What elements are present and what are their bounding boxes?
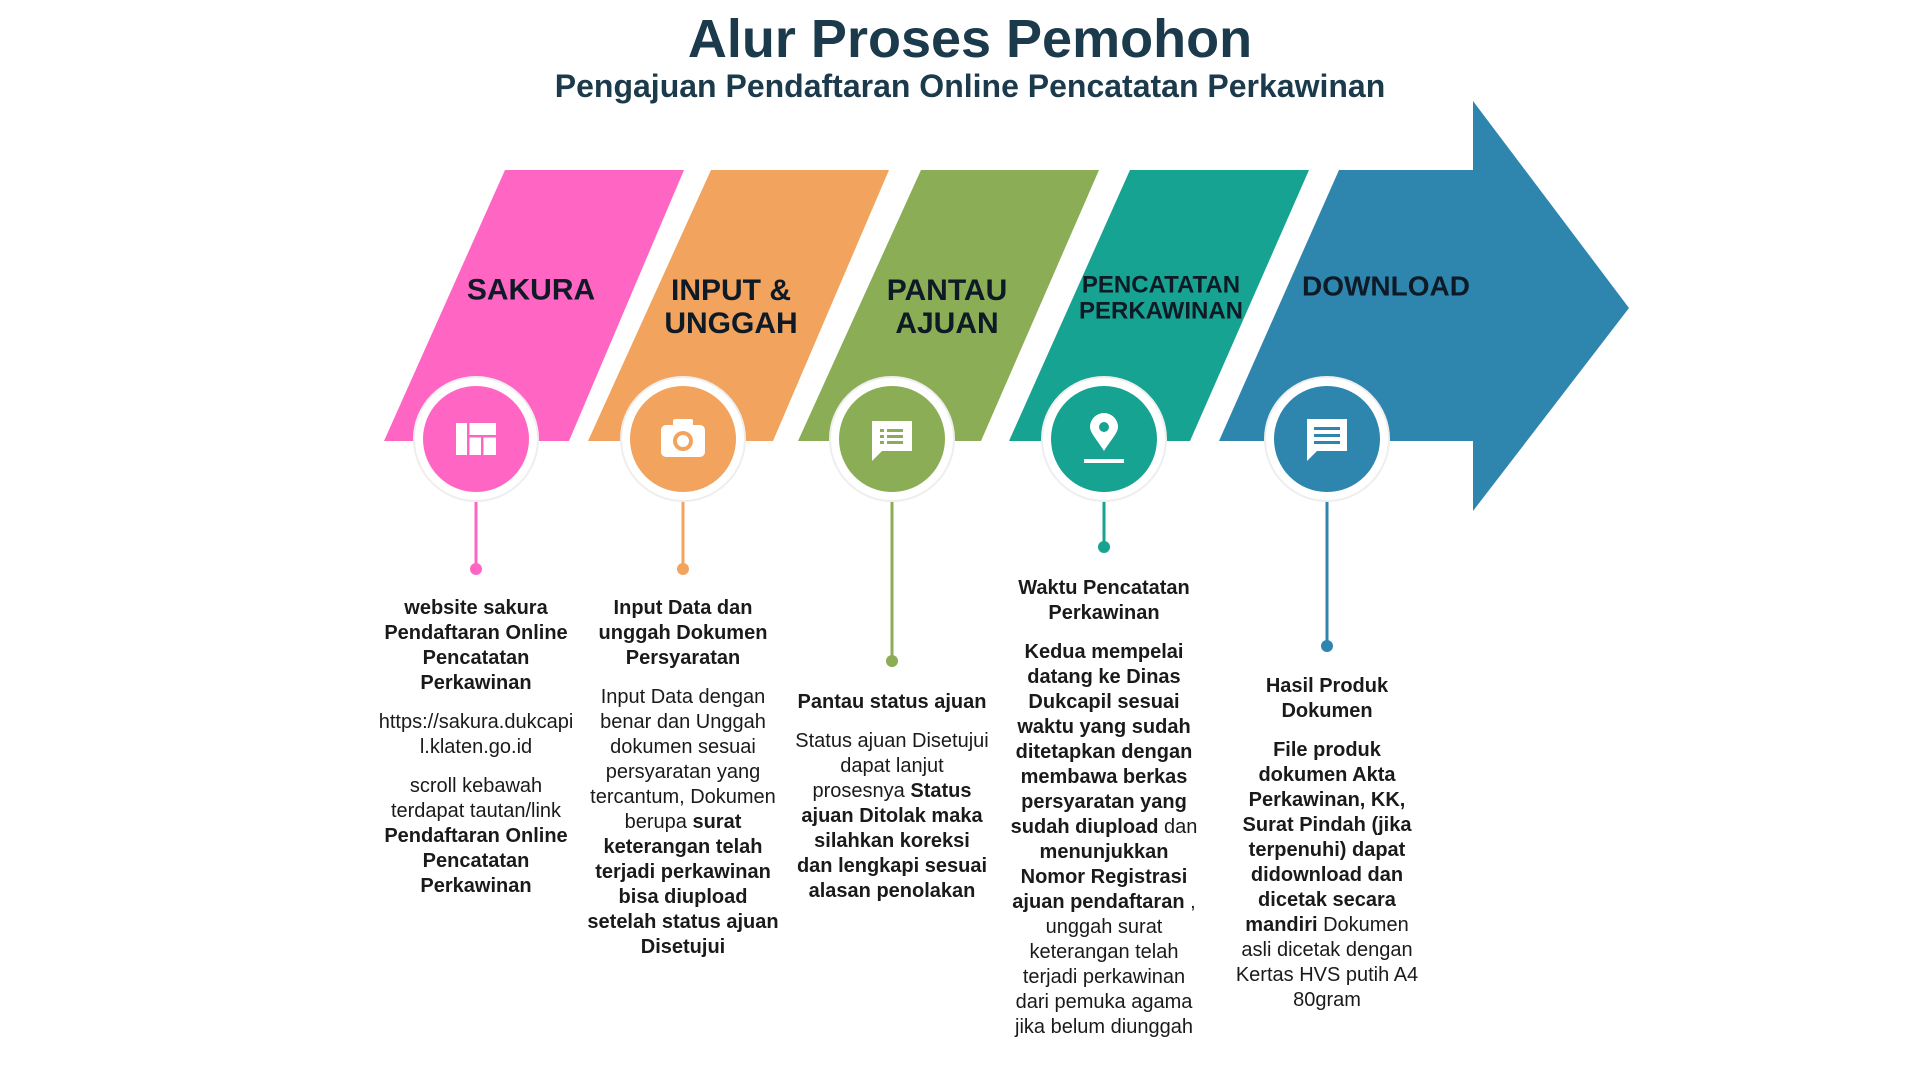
connector-dot <box>1321 640 1333 652</box>
description-paragraph: Input Data dan unggah Dokumen Persyarata… <box>586 596 781 671</box>
step-description: Input Data dan unggah Dokumen Persyarata… <box>586 596 781 974</box>
description-paragraph: Kedua mempelai datang ke Dinas Dukcapil … <box>1007 640 1202 1040</box>
bold-text: website sakura Pendaftaran Online Pencat… <box>384 597 568 694</box>
text: scroll kebawah terdapat tautan/link <box>390 775 562 822</box>
step-label: PANTAU AJUAN <box>886 274 1008 340</box>
text: Status ajuan Disetujui dapat lanjut pros… <box>795 730 989 802</box>
connector-dot <box>1098 541 1110 553</box>
bold-text: Status ajuan Ditolak maka silahkan korek… <box>796 780 988 902</box>
description-paragraph: File produk dokumen Akta Perkawinan, KK,… <box>1230 738 1425 1013</box>
step-band-pencatatan <box>1009 170 1309 441</box>
step-label: PENCATATAN PERKAWINAN <box>1078 271 1243 325</box>
bold-text: Pantau status ajuan <box>797 691 987 713</box>
description-paragraph: Waktu Pencatatan Perkawinan <box>1007 576 1202 626</box>
diagram-title: Alur Proses Pemohon <box>687 9 1253 69</box>
text: dan <box>1158 816 1198 838</box>
location-pin-icon <box>1084 413 1124 463</box>
step-label: INPUT & UNGGAH <box>664 274 798 340</box>
connector-dot <box>470 563 482 575</box>
bold-text: Pendaftaran Online Pencatatan Perkawinan <box>384 825 568 897</box>
description-paragraph: Pantau status ajuan <box>795 690 990 715</box>
bold-text: Input Data dan unggah Dokumen Persyarata… <box>598 597 768 669</box>
text: Input Data dengan benar dan Unggah dokum… <box>590 686 776 833</box>
bold-text: Hasil Produk Dokumen <box>1265 675 1389 722</box>
bold-text: Kedua mempelai datang ke Dinas Dukcapil … <box>1010 641 1193 838</box>
diagram-subtitle: Pengajuan Pendaftaran Online Pencatatan … <box>554 68 1386 104</box>
chat-list-icon <box>872 421 912 461</box>
bold-text: Waktu Pencatatan Perkawinan <box>1018 577 1190 624</box>
step-label: SAKURA <box>466 273 596 307</box>
description-paragraph: Input Data dengan benar dan Unggah dokum… <box>586 685 781 960</box>
description-paragraph: website sakura Pendaftaran Online Pencat… <box>379 596 574 696</box>
step-band-sakura <box>384 170 684 441</box>
bold-text: menunjukkan Nomor Registrasi ajuan penda… <box>1012 841 1188 913</box>
description-paragraph: https://sakura.dukcapil.klaten.go.id <box>379 710 574 760</box>
message-icon <box>1307 419 1347 461</box>
step-band-pantau <box>798 170 1099 441</box>
bold-text: File produk dokumen Akta Perkawinan, KK,… <box>1242 739 1412 936</box>
camera-icon <box>661 419 705 457</box>
bold-text: surat keterangan telah terjadi perkawina… <box>587 811 779 958</box>
connector-dot <box>886 655 898 667</box>
step-band-input <box>588 170 889 441</box>
text: Dokumen asli dicetak dengan Kertas HVS p… <box>1235 914 1419 1011</box>
step-description: website sakura Pendaftaran Online Pencat… <box>379 596 574 913</box>
dashboard-icon <box>456 423 496 455</box>
connector-dot <box>677 563 689 575</box>
step-label: DOWNLOAD <box>1302 270 1470 302</box>
description-paragraph: Status ajuan Disetujui dapat lanjut pros… <box>795 729 990 904</box>
text: , unggah surat keterangan telah terjadi … <box>1015 891 1196 1038</box>
description-paragraph: scroll kebawah terdapat tautan/link Pend… <box>379 774 574 899</box>
text: https://sakura.dukcapil.klaten.go.id <box>378 711 574 758</box>
description-paragraph: Hasil Produk Dokumen <box>1230 674 1425 724</box>
